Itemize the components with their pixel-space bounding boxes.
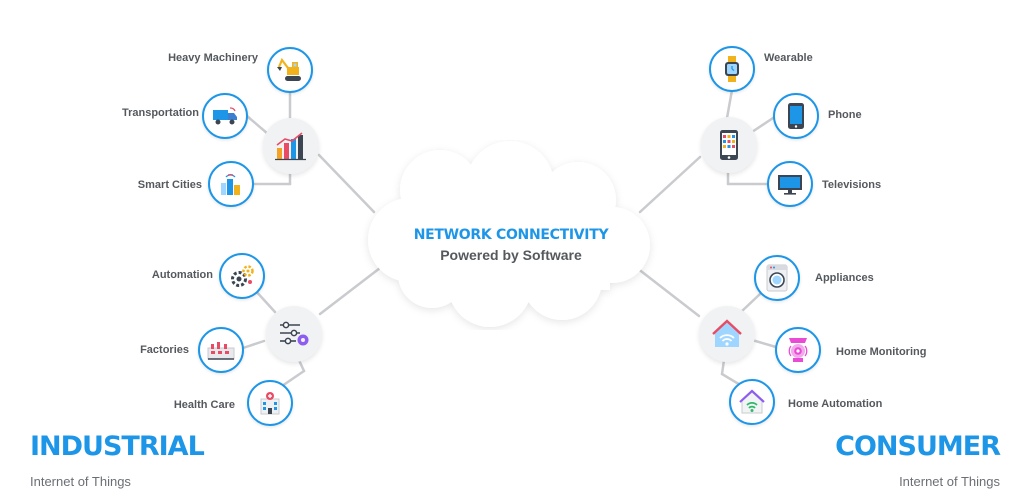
transportation-label: Transportation	[121, 107, 199, 119]
transportation-node[interactable]	[202, 93, 248, 139]
home-automation-node[interactable]	[729, 379, 775, 425]
appliances-label: Appliances	[815, 272, 874, 284]
factory-icon	[207, 342, 235, 360]
wearable-node[interactable]	[709, 46, 755, 92]
industrial-hub-control[interactable]	[266, 306, 322, 362]
consumer-hub-devices[interactable]	[701, 117, 757, 173]
industrial-subtitle: Internet of Things	[30, 474, 131, 489]
consumer-title: CONSUMER	[835, 431, 1001, 462]
home-monitoring-node[interactable]	[775, 327, 821, 373]
appliances-node[interactable]	[754, 255, 800, 301]
home-automation-label: Home Automation	[788, 398, 883, 410]
hospital-icon	[260, 392, 280, 415]
smart-cities-node[interactable]	[208, 161, 254, 207]
cloud-subtitle: Powered by Software	[440, 247, 582, 263]
smart-home-icon	[739, 389, 765, 414]
heavy-machinery-node[interactable]	[267, 47, 313, 93]
home-monitoring-label: Home Monitoring	[836, 346, 927, 358]
health-care-node[interactable]	[247, 380, 293, 426]
gears-icon	[231, 265, 254, 287]
factories-label: Factories	[140, 344, 189, 356]
smart-cities-label: Smart Cities	[137, 179, 202, 191]
cloud-title: NETWORK CONNECTIVITY	[413, 227, 609, 243]
excavator-icon	[277, 57, 301, 81]
phone-label: Phone	[828, 109, 862, 121]
automation-label: Automation	[151, 269, 213, 281]
city-icon	[221, 174, 240, 195]
smartwatch-icon	[725, 56, 739, 82]
cloud-shape	[368, 141, 650, 327]
phone-node[interactable]	[773, 93, 819, 139]
wearable-label: Wearable	[764, 52, 813, 64]
industrial-title: INDUSTRIAL	[30, 431, 205, 462]
televisions-label: Televisions	[822, 179, 882, 191]
truck-icon	[213, 107, 237, 125]
camera-icon	[788, 338, 808, 362]
wifi-house-icon	[712, 319, 742, 347]
tv-icon	[778, 175, 802, 195]
app-grid-phone-icon	[720, 130, 738, 160]
heavy-machinery-label: Heavy Machinery	[168, 52, 258, 64]
automation-node[interactable]	[219, 253, 265, 299]
consumer-subtitle: Internet of Things	[899, 474, 1000, 489]
factories-node[interactable]	[198, 327, 244, 373]
health-care-label: Health Care	[173, 399, 235, 411]
bar-chart-icon	[275, 132, 306, 161]
sliders-gear-icon	[280, 321, 309, 346]
phone-icon	[788, 103, 804, 129]
industrial-hub-analytics[interactable]	[263, 118, 319, 174]
consumer-hub-home[interactable]	[699, 306, 755, 362]
televisions-node[interactable]	[767, 161, 813, 207]
washing-machine-icon	[766, 264, 788, 292]
